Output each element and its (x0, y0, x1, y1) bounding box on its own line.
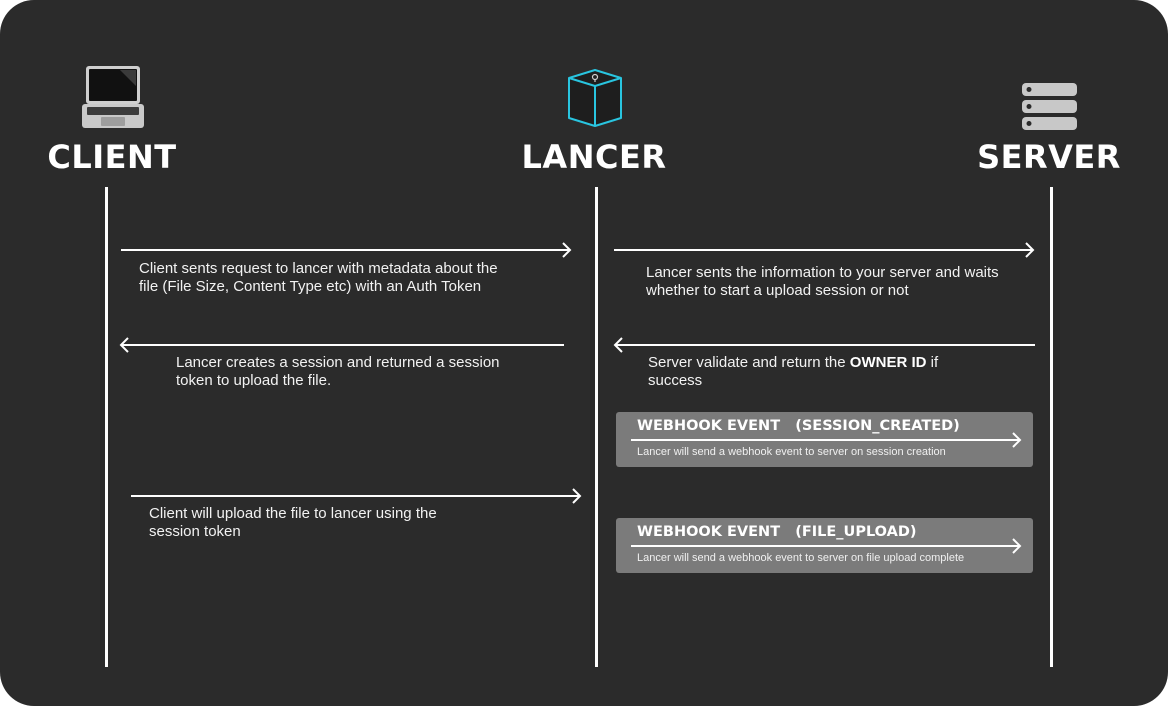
laptop-icon (82, 66, 144, 128)
webhook-file-upload: WEBHOOK EVENT (FILE_UPLOAD) Lancer will … (616, 518, 1033, 573)
arrow-client-to-lancer-upload (131, 488, 582, 504)
cube-icon (568, 69, 622, 127)
owner-id-emphasis: OWNER ID (849, 354, 927, 371)
client-lifeline (105, 187, 108, 667)
message-owner-id-prefix: Server validate and return the (648, 354, 850, 371)
server-icon (1022, 83, 1077, 130)
actor-client-label: CLIENT (47, 138, 177, 176)
webhook-session-created: WEBHOOK EVENT (SESSION_CREATED) Lancer w… (616, 412, 1033, 467)
message-owner-id: Server validate and return the OWNER ID … (648, 354, 978, 390)
lancer-lifeline (595, 187, 598, 667)
arrow-lancer-to-server-info (614, 242, 1035, 258)
webhook-session-created-arrow (631, 432, 1022, 448)
webhook-session-created-title: WEBHOOK EVENT (SESSION_CREATED) (637, 418, 960, 434)
arrow-server-to-lancer-owner-id (613, 337, 1035, 353)
webhook-file-upload-title: WEBHOOK EVENT (FILE_UPLOAD) (637, 524, 917, 540)
actor-lancer-label: LANCER (521, 138, 667, 176)
message-lancer-info: Lancer sents the information to your ser… (646, 264, 999, 299)
message-client-upload: Client will upload the file to lancer us… (149, 505, 437, 540)
message-owner-id-suffix: if success (648, 354, 939, 389)
webhook-file-upload-arrow (631, 538, 1022, 554)
arrow-client-to-lancer-request (121, 242, 572, 258)
webhook-session-created-description: Lancer will send a webhook event to serv… (637, 446, 946, 458)
server-lifeline (1050, 187, 1053, 667)
actor-server-label: SERVER (977, 138, 1121, 176)
webhook-file-upload-description: Lancer will send a webhook event to serv… (637, 552, 965, 564)
arrow-lancer-to-client-session (119, 337, 564, 353)
message-client-request: Client sents request to lancer with meta… (139, 260, 498, 295)
message-session-token: Lancer creates a session and returned a … (176, 354, 500, 389)
